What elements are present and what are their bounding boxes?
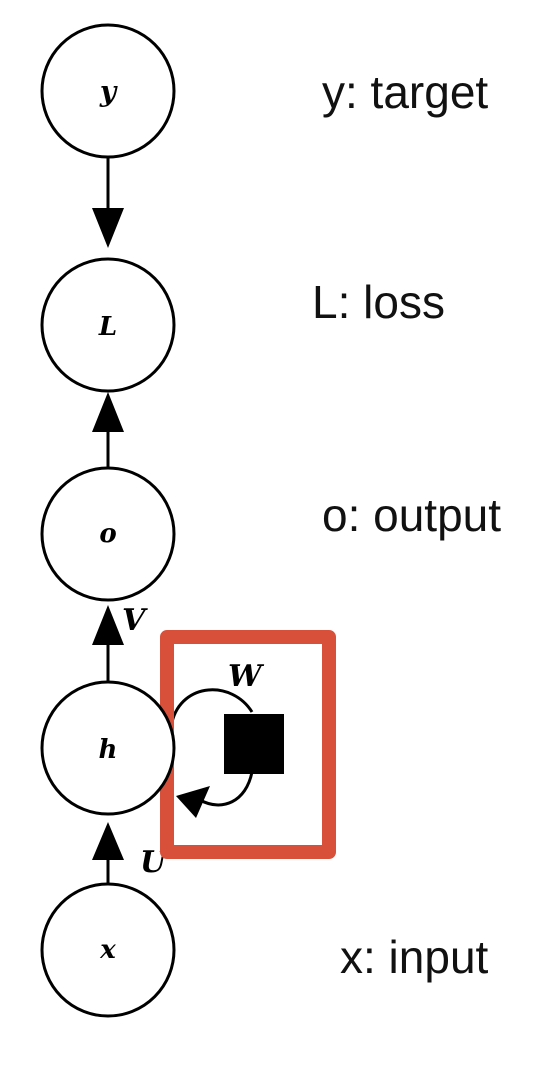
node-L: L bbox=[40, 257, 176, 393]
edge-x-to-h bbox=[92, 822, 124, 888]
legend-input: x: input bbox=[340, 931, 489, 983]
node-x: x bbox=[40, 882, 176, 1018]
edge-h-to-o bbox=[92, 605, 124, 683]
edge-o-to-L bbox=[92, 392, 124, 468]
legend-loss: L: loss bbox=[312, 276, 445, 328]
recurrent-loop-W bbox=[170, 688, 284, 818]
legend-target: y: target bbox=[322, 66, 488, 118]
node-label-o: o bbox=[99, 519, 116, 549]
loop-arrowhead bbox=[176, 786, 210, 818]
node-o: o bbox=[40, 466, 176, 602]
node-label-L: L bbox=[98, 312, 117, 342]
node-label-y: y bbox=[99, 75, 118, 108]
legend-output: o: output bbox=[322, 489, 501, 541]
edge-label-V: V bbox=[122, 603, 148, 638]
edge-y-to-L bbox=[92, 157, 124, 248]
edge-label-W: W bbox=[228, 659, 265, 694]
delay-square bbox=[224, 714, 284, 774]
node-y: y bbox=[40, 23, 176, 159]
node-label-h: h bbox=[99, 735, 118, 765]
node-h: h bbox=[40, 680, 176, 816]
node-label-x: x bbox=[99, 935, 116, 965]
